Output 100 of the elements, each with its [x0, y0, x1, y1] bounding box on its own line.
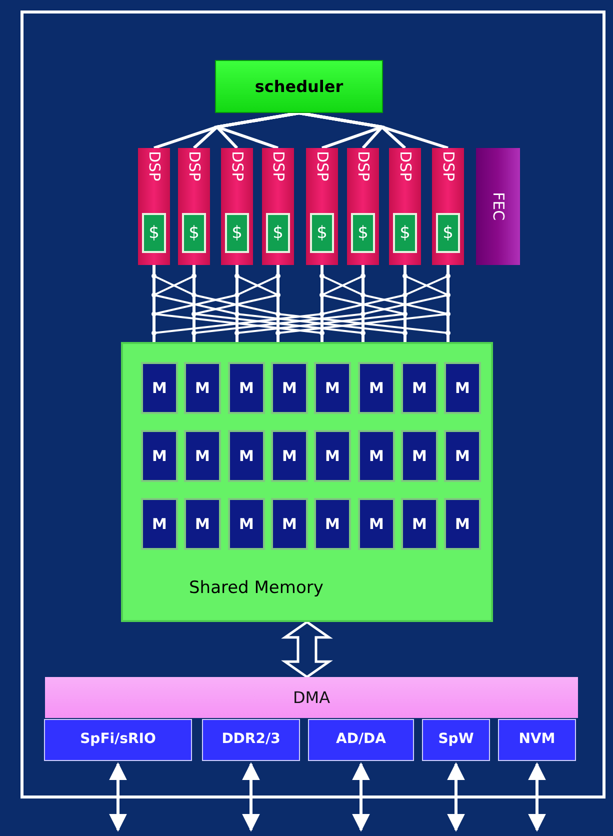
- memory-bank-box: [444, 362, 481, 414]
- cache-box: [351, 213, 375, 253]
- block-label: $: [148, 224, 160, 242]
- connector-line: [236, 265, 238, 342]
- block-label: DSP: [146, 151, 162, 182]
- block-label: M: [239, 516, 254, 532]
- memory-bank-box: [228, 498, 265, 550]
- memory-bank-box: [358, 362, 395, 414]
- block-label: M: [412, 516, 427, 532]
- connector-line: [362, 265, 364, 342]
- block-label: $: [316, 224, 328, 242]
- block-label: M: [195, 448, 210, 464]
- processor-column: [306, 148, 338, 265]
- memory-bank-box: [314, 430, 351, 482]
- processor-column: [432, 148, 464, 265]
- processor-column: [347, 148, 379, 265]
- block-label: M: [369, 380, 384, 396]
- block-label: M: [369, 448, 384, 464]
- block-label: DMA: [292, 688, 330, 706]
- cache-box: [225, 213, 249, 253]
- memory-bank-box: [314, 362, 351, 414]
- block-label: Shared Memory: [189, 579, 324, 598]
- block-label: DSP: [228, 151, 246, 182]
- memory-bank-box: [271, 362, 308, 414]
- interface-box: [308, 719, 414, 761]
- block-label: FEC: [490, 192, 506, 221]
- arrow: [528, 762, 546, 832]
- block-label: M: [282, 448, 297, 464]
- block-label: $: [232, 224, 242, 242]
- connector-line: [404, 265, 406, 342]
- block-label: SpW: [438, 732, 474, 748]
- connector-line: [320, 265, 324, 342]
- block-label: M: [325, 516, 340, 532]
- block-label: DSP: [270, 151, 286, 182]
- block-label: DSP: [354, 151, 372, 182]
- connector-line: [192, 265, 196, 342]
- memory-bank-box: [228, 430, 265, 482]
- memory-bank-box: [184, 498, 221, 550]
- cache-box: [142, 213, 166, 253]
- memory-bank-box: [401, 430, 438, 482]
- processor-column: [389, 148, 421, 265]
- cache-box: [436, 213, 460, 253]
- block-label: M: [412, 380, 427, 396]
- block-label: M: [195, 380, 210, 396]
- block-label: $: [442, 224, 454, 242]
- memory-bank-box: [228, 362, 265, 414]
- block-label: scheduler: [254, 78, 344, 96]
- block-label: $: [272, 224, 284, 242]
- interface-box: [422, 719, 490, 761]
- block-label: M: [282, 516, 297, 532]
- interface-box: [498, 719, 576, 761]
- block-label: M: [412, 448, 427, 464]
- processor-column: [262, 148, 294, 265]
- memory-bank-box: [141, 498, 178, 550]
- memory-bank-box: [271, 498, 308, 550]
- block-label: $: [188, 224, 200, 242]
- memory-bank-box: [184, 430, 221, 482]
- memory-panel: [121, 342, 493, 622]
- bus-bar: [45, 677, 578, 718]
- memory-bank-box: [358, 430, 395, 482]
- block-label: M: [239, 448, 254, 464]
- block-label: DSP: [186, 151, 202, 182]
- cache-box: [266, 213, 290, 253]
- connector-line: [446, 265, 450, 342]
- block-label: DSP: [396, 151, 414, 182]
- block-label: M: [369, 516, 384, 532]
- block-label: M: [195, 516, 210, 532]
- arrow: [352, 762, 370, 832]
- block-label: M: [455, 516, 470, 532]
- arrow: [242, 762, 260, 832]
- block-label: DSP: [314, 151, 330, 182]
- block-label: M: [455, 380, 470, 396]
- connector-line: [276, 265, 280, 342]
- cache-box: [182, 213, 206, 253]
- block-label: $: [358, 224, 368, 242]
- memory-bank-box: [444, 498, 481, 550]
- memory-bank-box: [184, 362, 221, 414]
- block-label: $: [400, 224, 410, 242]
- memory-bank-box: [141, 430, 178, 482]
- block-label: M: [152, 448, 167, 464]
- block-label: M: [282, 380, 297, 396]
- block-label: M: [152, 380, 167, 396]
- block-label: M: [152, 516, 167, 532]
- block-label: AD/DA: [336, 732, 386, 748]
- processor-column: [221, 148, 253, 265]
- arrow: [447, 762, 465, 832]
- connector-line: [152, 265, 156, 342]
- block-label: SpFi/sRIO: [80, 732, 156, 748]
- arrow: [109, 762, 127, 832]
- memory-bank-box: [141, 362, 178, 414]
- block-label: M: [455, 448, 470, 464]
- memory-bank-box: [271, 430, 308, 482]
- cache-box: [310, 213, 334, 253]
- memory-bank-box: [401, 362, 438, 414]
- block-label: M: [325, 448, 340, 464]
- memory-bank-box: [444, 430, 481, 482]
- memory-bank-box: [314, 498, 351, 550]
- block-label: DSP: [440, 151, 456, 182]
- memory-bank-box: [358, 498, 395, 550]
- processor-column: [178, 148, 210, 265]
